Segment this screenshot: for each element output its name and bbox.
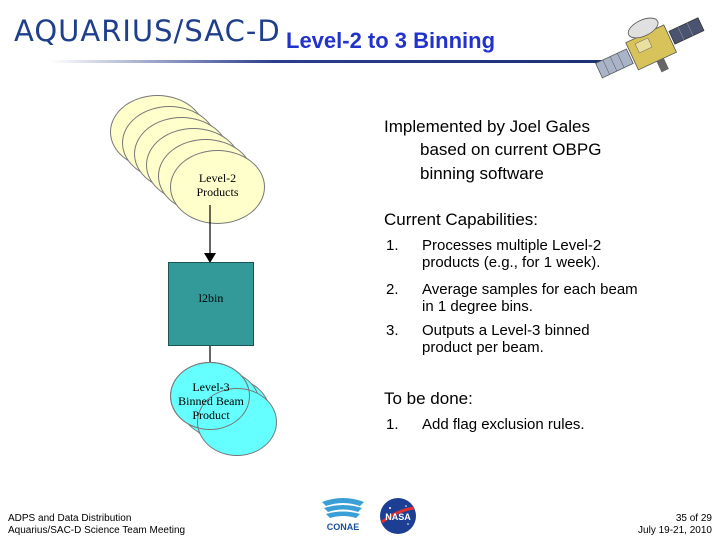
todo-heading: To be done:	[384, 389, 473, 408]
arrow-to-l2bin	[204, 205, 216, 263]
capability-item: Outputs a Level-3 binned product per bea…	[422, 322, 590, 356]
intro-line-3: binning software	[420, 164, 544, 183]
level3-products-label: Level-3 Binned Beam Product	[178, 380, 244, 422]
meeting-date: July 19-21, 2010	[638, 525, 712, 536]
footer-right: 35 of 29 July 19-21, 2010	[600, 513, 712, 537]
satellite-image	[595, 17, 705, 79]
level2-products-label: Level-2 Products	[196, 171, 239, 199]
level3-product-ellipse-front	[170, 362, 250, 430]
capability-number: 2.	[386, 281, 399, 298]
capability-number: 1.	[386, 237, 399, 254]
l2bin-process-box	[168, 262, 254, 346]
nasa-logo: NASA	[380, 498, 416, 534]
footer-left: ADPS and Data Distribution Aquarius/SAC-…	[8, 513, 186, 536]
capabilities-heading: Current Capabilities:	[384, 210, 539, 229]
svg-text:CONAE: CONAE	[327, 522, 360, 532]
l2bin-label: l2bin	[198, 291, 224, 305]
level2-product-ellipse	[170, 150, 265, 224]
capability-item: Average samples for each beam in 1 degre…	[422, 281, 638, 315]
capability-number: 3.	[386, 322, 399, 339]
aquarius-logo: AQUARIUS/SAC-D	[14, 14, 281, 48]
slide-title: Level-2 to 3 Binning	[286, 28, 496, 53]
intro-line-2: based on current OBPG	[420, 140, 602, 159]
page-number: 35 of 29	[675, 513, 712, 524]
intro-line-1: Implemented by Joel Gales	[384, 117, 590, 136]
svg-text:NASA: NASA	[385, 512, 411, 522]
conae-logo: CONAE	[322, 498, 364, 532]
title-rule	[50, 60, 610, 63]
todo-item: Add flag exclusion rules.	[422, 416, 585, 433]
todo-number: 1.	[386, 416, 399, 433]
capability-item: Processes multiple Level-2 products (e.g…	[422, 237, 602, 271]
